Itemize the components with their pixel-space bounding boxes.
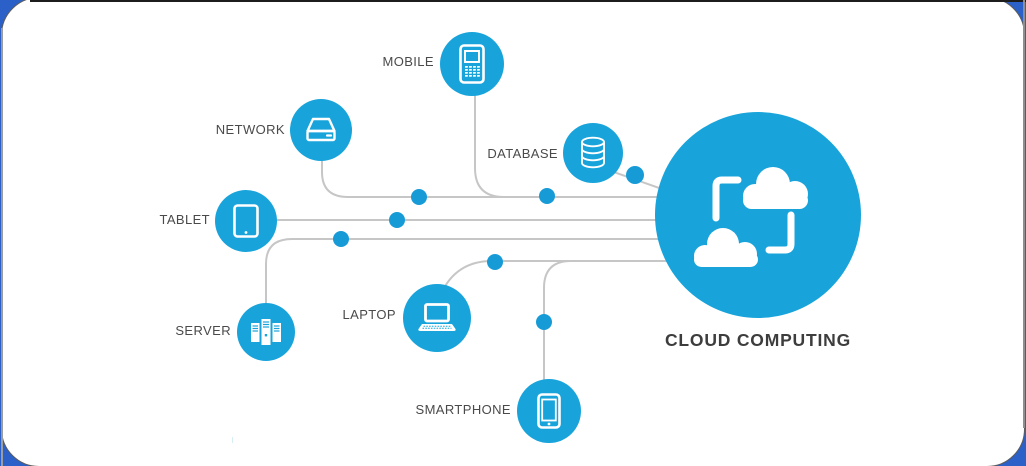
database-node-circle [563,123,623,183]
mobile-label: MOBILE [382,54,434,69]
card-right-border [1023,0,1025,428]
window-top-border [30,0,1026,2]
mobile-connector-line [474,95,660,198]
network-connector-line [321,159,660,198]
junction-dot [626,166,644,184]
junction-dot [389,212,405,228]
cloud-computing-label: CLOUD COMPUTING [664,330,852,350]
server-label: SERVER [175,323,231,338]
cloud-computing-hub-circle [655,112,861,318]
database-icon [581,136,605,169]
junction-dot [411,189,427,205]
network-drive-icon [306,117,336,142]
tablet-node-circle [215,190,277,252]
laptop-label: LAPTOP [342,307,396,322]
tablet-label: TABLET [159,212,210,227]
server-connector-line [265,238,660,305]
cursor-artifact [232,437,233,443]
network-label: NETWORK [215,122,285,137]
database-label: DATABASE [487,146,558,161]
junction-dot [333,231,349,247]
mobile-node-circle [440,32,504,96]
server-rack-icon [251,319,281,345]
tablet-icon [233,204,259,238]
junction-dot [539,188,555,204]
network-node-circle [290,99,352,161]
junction-dot [536,314,552,330]
cloud-sync-icon [694,167,808,267]
junction-dot [487,254,503,270]
smartphone-label: SMARTPHONE [415,402,511,417]
smartphone-icon [537,393,561,429]
smartphone-connector-line [543,260,669,381]
laptop-node-circle [403,284,471,352]
mobile-phone-icon [459,44,485,84]
card-left-border [1,28,3,466]
server-node-circle [237,303,295,361]
smartphone-node-circle [517,379,581,443]
laptop-icon [418,303,456,331]
